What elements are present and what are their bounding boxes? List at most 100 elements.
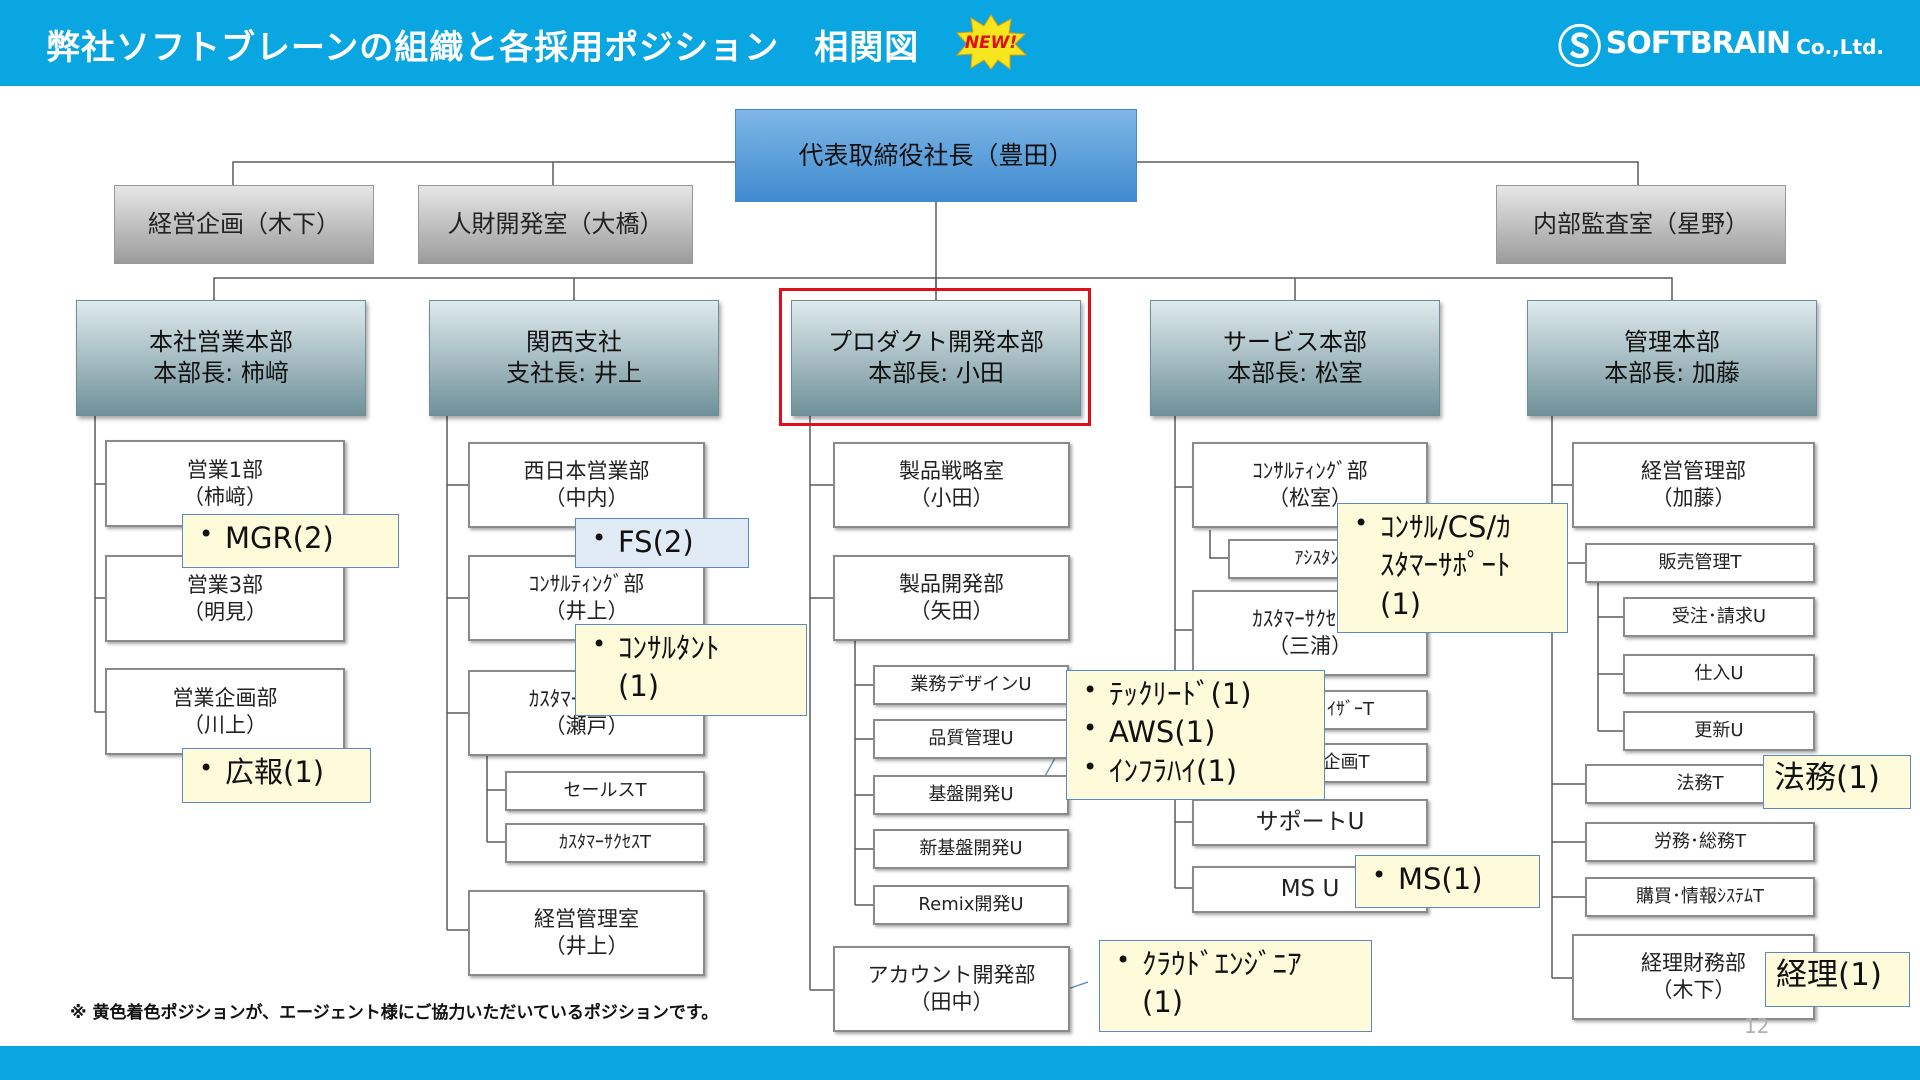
new-badge: NEW! bbox=[955, 14, 1027, 70]
sales-eigyo1-lead: （柿﨑） bbox=[183, 484, 267, 509]
division-product-head: 本部長: 小田 bbox=[868, 359, 1004, 387]
logo-suffix: Co.,Ltd. bbox=[1796, 35, 1884, 59]
sales-eigyo3-lead: （明見） bbox=[183, 599, 267, 624]
division-kansai-head: 支社長: 井上 bbox=[506, 359, 642, 387]
admin-order-unit-label: 受注･請求U bbox=[1671, 606, 1767, 628]
product-strategy-name: 製品戦略室 bbox=[899, 459, 1004, 484]
position-pr-callout: 広報(1) bbox=[182, 748, 371, 803]
page-number: 12 bbox=[1744, 1014, 1770, 1038]
position-accounting: 経理(1) bbox=[1776, 957, 1882, 993]
position-fs-callout: FS(2) bbox=[575, 518, 749, 568]
kansai-consulting-name: ｺﾝｻﾙﾃｨﾝｸﾞ部 bbox=[528, 572, 645, 597]
sales-eigyo1-name: 営業1部 bbox=[186, 457, 264, 482]
admin-sales-mgmt-team-label: 販売管理T bbox=[1658, 552, 1742, 574]
kansai-mgmt-name: 経営管理室 bbox=[534, 907, 639, 932]
product-design-unit-label: 業務デザインU bbox=[910, 674, 1032, 696]
division-service-box: サービス本部 本部長: 松室 bbox=[1150, 300, 1440, 416]
position-consultant-callout: ｺﾝｻﾙﾀﾝﾄ (1) bbox=[575, 624, 807, 716]
kansai-cs-team-label: ｶｽﾀﾏｰｻｸｾｽT bbox=[559, 832, 651, 854]
admin-mgmt-name: 経営管理部 bbox=[1641, 459, 1746, 484]
kansai-west-box: 西日本営業部 （中内） bbox=[468, 442, 705, 528]
new-badge-text: NEW! bbox=[965, 33, 1017, 53]
service-support-unit-box: サポートU bbox=[1192, 799, 1428, 846]
admin-mgmt-box: 経営管理部 （加藤） bbox=[1572, 442, 1815, 528]
softbrain-logo-mark-icon: Ⓢ bbox=[1557, 22, 1602, 73]
kansai-cs-lead: （瀬戸） bbox=[544, 714, 629, 738]
logo-wordmark: SOFTBRAIN bbox=[1605, 25, 1792, 61]
admin-purchase-unit-label: 仕入U bbox=[1694, 663, 1744, 685]
position-cloud-callout: ｸﾗｳﾄﾞｴﾝｼﾞﾆｱ(1) bbox=[1099, 940, 1372, 1032]
product-highlight-frame bbox=[779, 288, 1091, 426]
admin-tree bbox=[1551, 416, 1585, 979]
position-service-line3: (1) bbox=[1380, 586, 1422, 621]
product-dev-tree bbox=[854, 638, 873, 906]
position-service-line1: ｺﾝｻﾙ/CS/ｶ bbox=[1380, 510, 1511, 544]
product-remix-unit-label: Remix開発U bbox=[918, 894, 1024, 916]
admin-purchase-unit-box: 仕入U bbox=[1623, 654, 1815, 694]
division-service-head: 本部長: 松室 bbox=[1227, 359, 1363, 387]
product-dev-box: 製品開発部 （矢田） bbox=[833, 555, 1070, 641]
footer-bar bbox=[0, 1046, 1920, 1080]
admin-legal-team-label: 法務T bbox=[1676, 773, 1724, 795]
sales-eigyo3-name: 営業3部 bbox=[186, 572, 264, 597]
admin-labor-team-box: 労務･総務T bbox=[1585, 822, 1815, 862]
position-fs: FS(2) bbox=[592, 523, 740, 561]
softbrain-logo: Ⓢ SOFTBRAIN Co.,Ltd. bbox=[1558, 16, 1884, 73]
position-infra: ｲﾝﾌﾗﾊｲ(1) bbox=[1083, 752, 1316, 790]
product-newbase-unit-label: 新基盤開発U bbox=[919, 838, 1023, 860]
admin-sales-mgmt-team-box: 販売管理T bbox=[1585, 543, 1815, 583]
kansai-cs-team-box: ｶｽﾀﾏｰｻｸｾｽT bbox=[505, 823, 705, 863]
position-consultant-line1: ｺﾝｻﾙﾀﾝﾄ bbox=[618, 631, 720, 665]
position-mgr: MGR(2) bbox=[199, 519, 390, 557]
product-tree bbox=[809, 416, 833, 991]
product-quality-unit-box: 品質管理U bbox=[873, 719, 1069, 759]
product-account-box: アカウント開発部 （田中） bbox=[833, 946, 1070, 1032]
division-admin-head: 本部長: 加藤 bbox=[1604, 359, 1740, 387]
header-bar: 弊社ソフトブレーンの組織と各採用ポジション 相関図 NEW! Ⓢ SOFTBRA… bbox=[0, 0, 1920, 86]
position-cloud-line2: (1) bbox=[1142, 985, 1184, 1020]
position-ms-callout: MS(1) bbox=[1355, 855, 1540, 908]
admin-labor-team-label: 労務･総務T bbox=[1654, 831, 1746, 853]
staff-planning-box: 経営企画（木下） bbox=[114, 185, 374, 264]
division-service-name: サービス本部 bbox=[1223, 328, 1367, 357]
kansai-mgmt-lead: （井上） bbox=[544, 934, 629, 958]
staff-audit-box: 内部監査室（星野） bbox=[1496, 185, 1786, 264]
position-service-line2: ｽﾀﾏｰｻﾎﾟｰﾄ bbox=[1380, 548, 1511, 583]
division-admin-name: 管理本部 bbox=[1624, 328, 1720, 357]
admin-mgmt-lead: （加藤） bbox=[1651, 486, 1736, 510]
product-account-name: アカウント開発部 bbox=[867, 963, 1036, 988]
division-admin-box: 管理本部 本部長: 加藤 bbox=[1527, 300, 1817, 416]
service-consult-tree bbox=[1209, 530, 1228, 559]
kansai-sales-team-box: セールスT bbox=[505, 771, 705, 811]
product-base-unit-box: 基盤開発U bbox=[873, 775, 1069, 815]
division-kansai-name: 関西支社 bbox=[526, 328, 622, 357]
kansai-mgmt-box: 経営管理室 （井上） bbox=[468, 890, 705, 976]
admin-sales-tree bbox=[1597, 577, 1623, 732]
staff-hr-label: 人財開発室（大橋） bbox=[447, 210, 664, 239]
admin-finance-lead: （木下） bbox=[1651, 978, 1736, 1002]
service-support-unit-label: サポートU bbox=[1255, 808, 1365, 835]
position-techlead: ﾃｯｸﾘｰﾄﾞ(1) bbox=[1083, 675, 1316, 713]
kansai-cs-tree bbox=[486, 740, 505, 843]
kansai-west-name: 西日本営業部 bbox=[523, 459, 650, 484]
division-sales-box: 本社営業本部 本部長: 柿﨑 bbox=[76, 300, 366, 416]
product-remix-unit-box: Remix開発U bbox=[873, 885, 1069, 925]
position-consultant-line2: (1) bbox=[618, 669, 660, 704]
position-accounting-callout: 経理(1) bbox=[1765, 952, 1910, 1007]
footnote: ※ 黄色着色ポジションが、エージェント様にご協力いただいているポジションです。 bbox=[70, 1003, 719, 1023]
admin-procure-team-label: 購買･情報ｼｽﾃﾑT bbox=[1636, 886, 1764, 908]
position-service-callout: ｺﾝｻﾙ/CS/ｶ ｽﾀﾏｰｻﾎﾟｰﾄ(1) bbox=[1337, 503, 1568, 633]
staff-audit-label: 内部監査室（星野） bbox=[1533, 210, 1749, 239]
division-sales-name: 本社営業本部 bbox=[149, 328, 293, 357]
product-account-lead: （田中） bbox=[909, 990, 994, 1014]
admin-renewal-unit-box: 更新U bbox=[1623, 711, 1815, 751]
product-dev-lead: （矢田） bbox=[909, 599, 994, 623]
service-ms-unit-label: MS U bbox=[1280, 875, 1340, 902]
product-quality-unit-label: 品質管理U bbox=[928, 728, 1014, 750]
product-strategy-lead: （小田） bbox=[909, 486, 994, 510]
staff-hr-box: 人財開発室（大橋） bbox=[418, 185, 693, 264]
page-title: 弊社ソフトブレーンの組織と各採用ポジション 相関図 bbox=[46, 28, 920, 68]
sales-planning-lead: （川上） bbox=[183, 712, 267, 737]
product-dev-name: 製品開発部 bbox=[899, 572, 1004, 597]
position-ms: MS(1) bbox=[1372, 860, 1531, 898]
